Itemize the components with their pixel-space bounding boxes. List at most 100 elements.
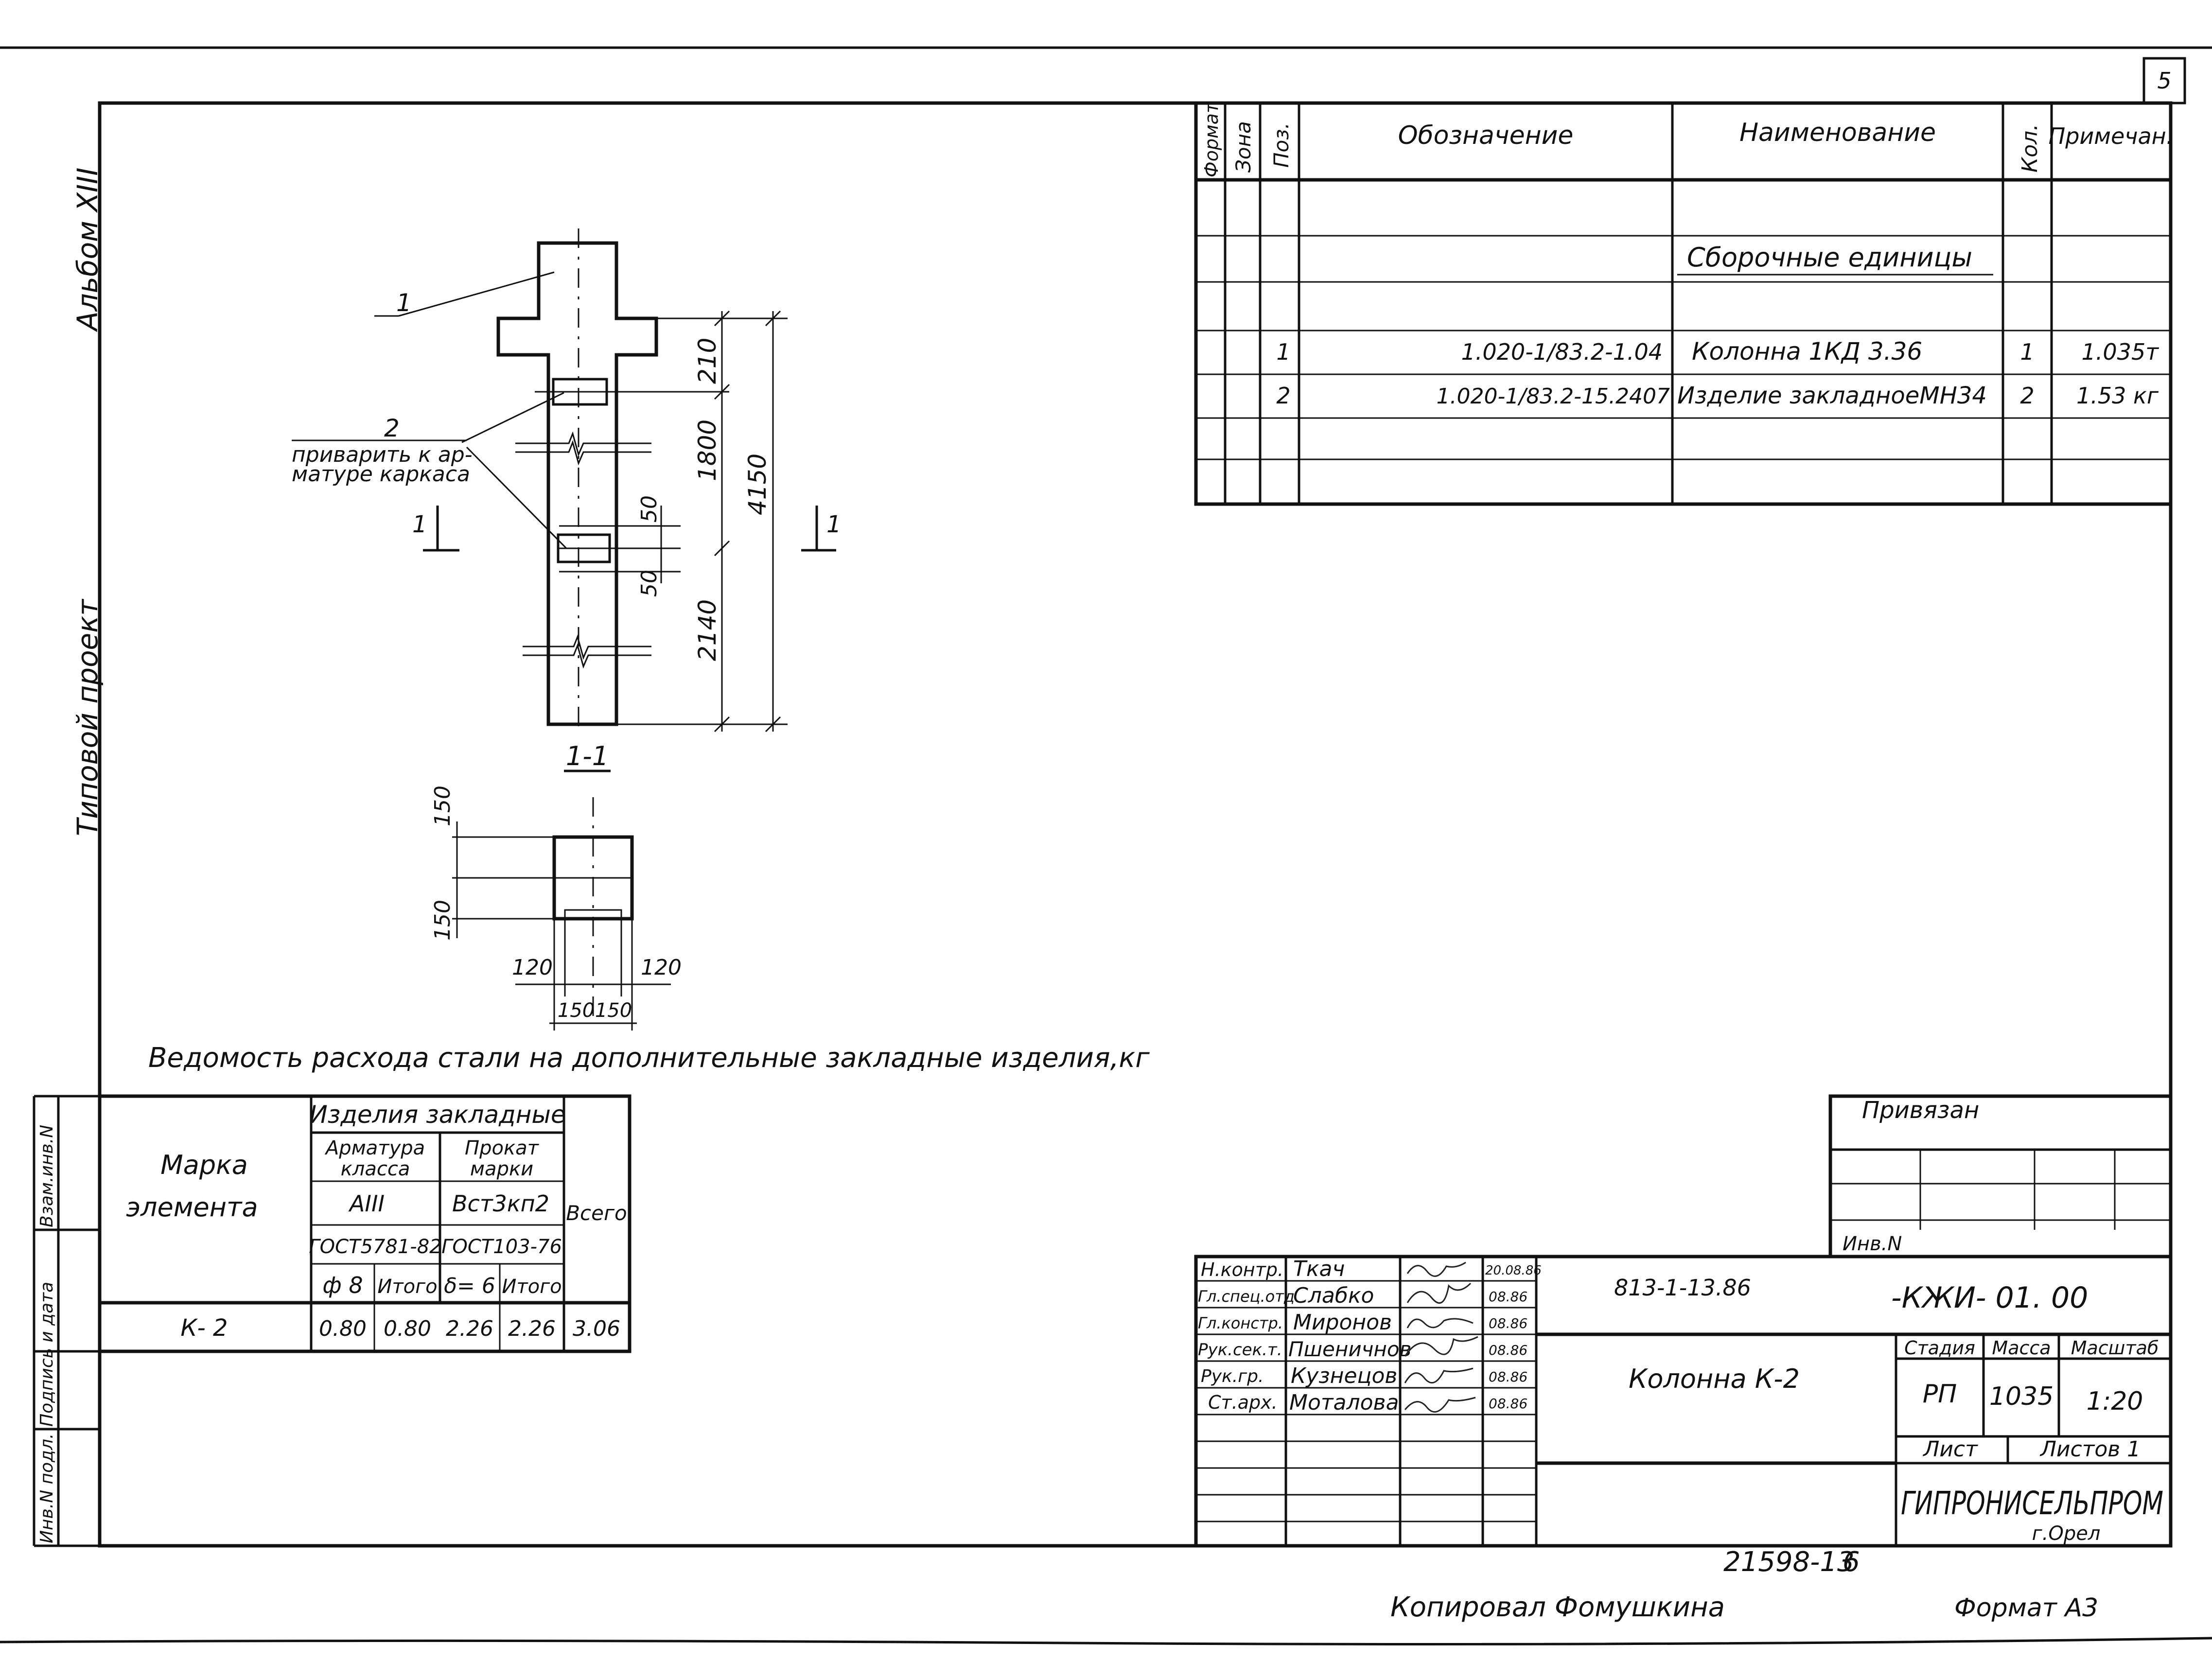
row2-pos: 2 (1276, 383, 1290, 409)
mass-header: Масса (1992, 1337, 2051, 1359)
rebar-header-2: класса (341, 1158, 410, 1180)
callout-2: 2 (384, 414, 400, 442)
signature-0 (1406, 1261, 1466, 1277)
name-0: Ткач (1293, 1257, 1345, 1281)
dim-210: 210 (693, 338, 721, 384)
column-elevation: 1 2 приварить к ар- матуре каркаса 210 1… (292, 228, 842, 733)
hdr-format: Формат (1201, 102, 1222, 177)
role-5: Ст.арх. (1208, 1392, 1278, 1413)
podpis-label: Подпись и дата (37, 1282, 57, 1427)
stage-value: РП (1923, 1380, 1957, 1409)
project-label: Типовой проект (71, 598, 104, 836)
signature-2 (1406, 1318, 1474, 1328)
role-2: Гл.констр. (1198, 1314, 1283, 1332)
dim-2140: 2140 (693, 599, 721, 661)
row1-qty: 1 (2020, 339, 2034, 365)
sub-itogo-2: Итого (502, 1276, 562, 1298)
role-0: Н.контр. (1201, 1259, 1283, 1280)
break-line-1 (515, 431, 651, 457)
copied-by: Копировал Фомушкина (1390, 1591, 1725, 1623)
role-4: Рук.гр. (1201, 1366, 1264, 1386)
cut-mark-left: 1 (412, 511, 427, 538)
row-total: 3.06 (573, 1316, 620, 1341)
scale-header: Масштаб (2071, 1337, 2159, 1359)
bottom-wavy-border (0, 1637, 2212, 1645)
date-1: 08.86 (1489, 1289, 1527, 1305)
weld-note-2: матуре каркаса (292, 462, 470, 487)
section-title: 1-1 (566, 741, 609, 771)
vzam-label: Взам.инв.N (37, 1125, 57, 1227)
row2-qty: 2 (2020, 383, 2034, 409)
rolled-header-1: Прокат (465, 1137, 540, 1159)
org-city: г.Орел (2032, 1522, 2101, 1545)
row-mark: К- 2 (180, 1314, 228, 1342)
row1-designation: 1.020-1/83.2-1.04 (1461, 339, 1663, 365)
name-4: Кузнецов (1291, 1363, 1397, 1388)
callout-1: 1 (396, 289, 412, 317)
items-header: Изделия закладные (309, 1101, 565, 1129)
steel-table-title: Ведомость расхода стали на дополнительны… (148, 1042, 1150, 1074)
signature-1 (1406, 1282, 1472, 1304)
signature-3 (1404, 1336, 1478, 1357)
section-assembly: Сборочные единицы (1687, 242, 1972, 273)
row2-note: 1.53 кг (2076, 383, 2159, 409)
hdr-zone: Зона (1231, 121, 1255, 173)
dim-50-top: 50 (637, 495, 662, 523)
sheet-code: -КЖИ- 01. 00 (1891, 1281, 2088, 1315)
sec-dim-150-left: 150 (558, 999, 595, 1022)
rolled-header-2: марки (470, 1158, 533, 1180)
total-header: Всего (566, 1201, 627, 1225)
list-header: Лист (1922, 1437, 1978, 1462)
steel-table: Марка элемента Изделия закладные Арматур… (98, 1094, 632, 1353)
date-4: 08.86 (1489, 1369, 1527, 1385)
row-v1: 0.80 (319, 1316, 367, 1341)
name-5: Моталова (1289, 1390, 1399, 1415)
sec-dim-120-right: 120 (641, 955, 682, 980)
signature-4 (1404, 1367, 1474, 1383)
cut-mark-right: 1 (826, 511, 842, 538)
name-2: Миронов (1293, 1310, 1392, 1335)
hdr-designation: Обозначение (1398, 121, 1574, 150)
left-strip: Взам.инв.N Подпись и дата Инв.N подл. (33, 1095, 100, 1547)
row2-designation: 1.020-1/83.2-15.2407 (1437, 384, 1670, 409)
format-label: Формат А3 (1954, 1593, 2098, 1623)
name-1: Слабко (1293, 1283, 1374, 1308)
dim-4150: 4150 (743, 454, 772, 515)
stage-header: Стадия (1904, 1337, 1975, 1359)
main-frame (98, 101, 2173, 1548)
org-name: ГИПРОНИСЕЛЬПРОМ (1901, 1485, 2163, 1522)
scale-value: 1:20 (2087, 1387, 2143, 1416)
row-v2: 0.80 (384, 1316, 431, 1341)
spec-table: Формат Зона Поз. Обозначение Наименовани… (1194, 101, 2173, 506)
hdr-name: Наименование (1739, 118, 1936, 147)
title-block: Н.контр. Ткач 20.08.86 Гл.спец.отд Слабк… (1194, 1255, 2173, 1548)
sec-dim-150-bottom: 150 (430, 900, 455, 941)
row1-pos: 1 (1276, 339, 1290, 365)
dim-50-bottom: 50 (637, 570, 662, 597)
rolled-gost: ГОСТ103-76 (441, 1236, 562, 1258)
sec-dim-150-top: 150 (430, 786, 455, 826)
archive-number: 21598-13 (1723, 1546, 1855, 1578)
weld-note-1: приварить к ар- (292, 442, 473, 467)
mass-value: 1035 (1989, 1382, 2054, 1411)
row-v4: 2.26 (508, 1316, 556, 1341)
privyazan-block: Привязан Инв.N (1828, 1094, 2173, 1258)
rebar-class: AIII (348, 1190, 385, 1217)
lists-header: Листов 1 (2039, 1437, 2141, 1462)
privyazan-label: Привязан (1862, 1097, 1979, 1124)
mark-header-1: Марка (160, 1150, 248, 1180)
doc-code: 813-1-13.86 (1614, 1275, 1751, 1301)
date-2: 08.86 (1489, 1315, 1527, 1331)
rebar-gost: ГОСТ5781-82 (309, 1236, 441, 1258)
role-3: Рук.сек.т. (1198, 1340, 1282, 1360)
sec-dim-150-right: 150 (595, 999, 632, 1022)
date-0: 20.08.86 (1485, 1263, 1542, 1278)
sheet-number: 5 (2157, 68, 2171, 94)
hdr-qty: Кол. (2018, 124, 2042, 173)
archive-sheet: 6 (1843, 1546, 1860, 1578)
column-outline (496, 241, 658, 726)
album-label: Альбом XIII (71, 168, 104, 332)
dim-1800: 1800 (693, 420, 721, 481)
row1-name: Колонна 1КД 3.36 (1692, 337, 1922, 366)
